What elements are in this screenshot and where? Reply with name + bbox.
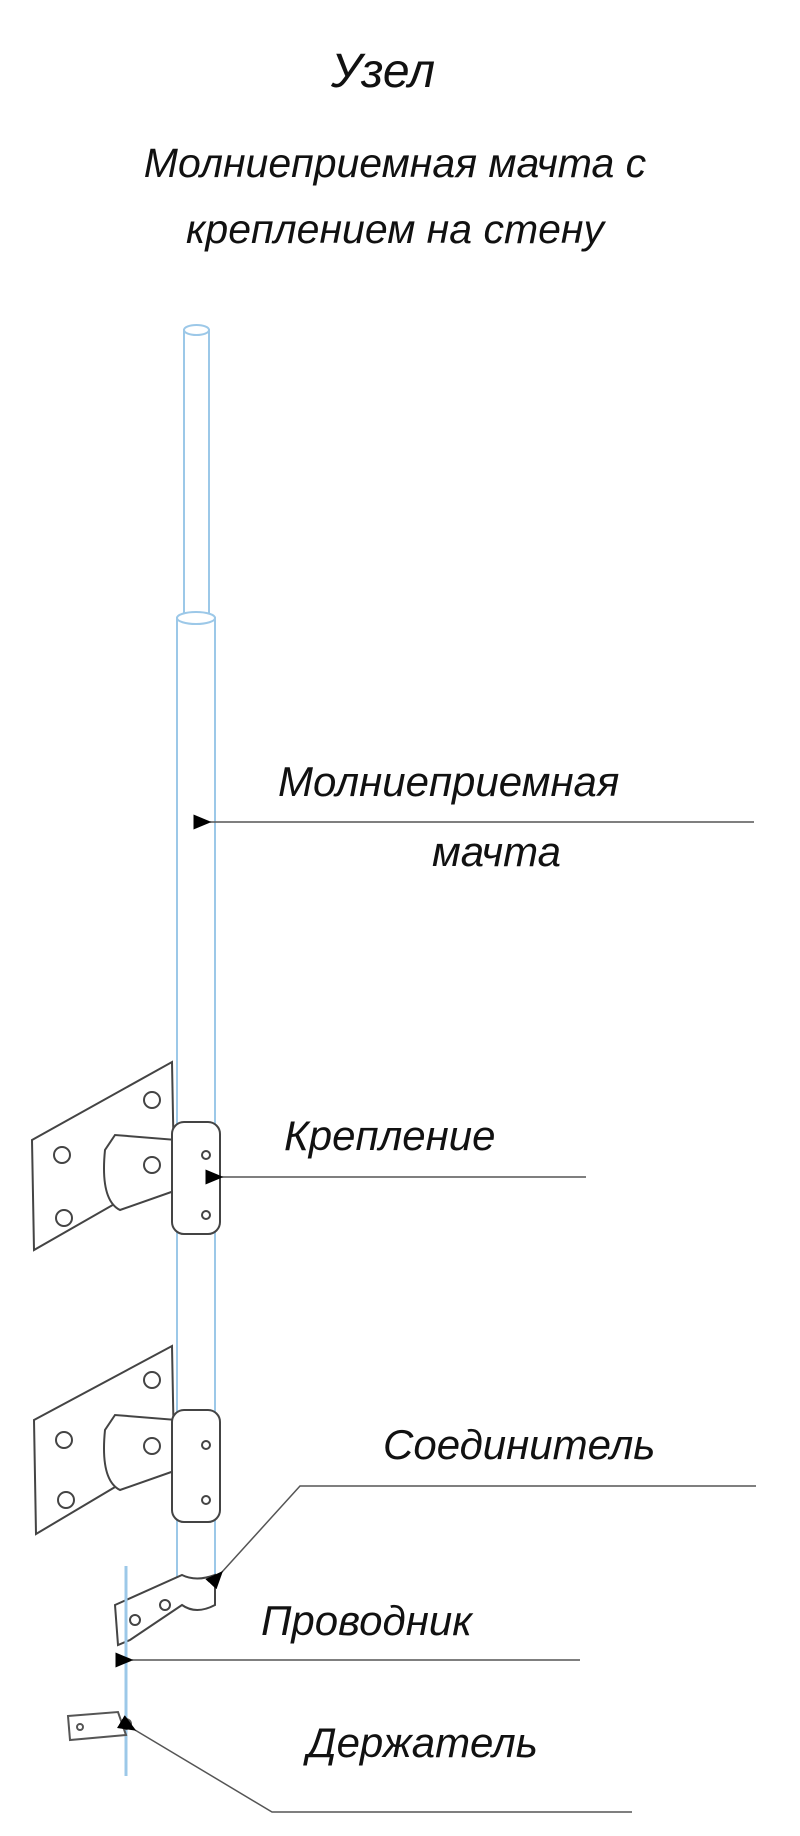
- mast-rod: [176, 324, 216, 1596]
- label-mount: Крепление: [284, 1112, 496, 1159]
- label-connector: Соединитель: [383, 1421, 656, 1468]
- wall-bracket-2: [32, 1344, 221, 1536]
- connector-clamp: [113, 1573, 216, 1647]
- label-mast-line-2: мачта: [432, 828, 561, 875]
- subtitle-line-1: Молниеприемная мачта с: [143, 140, 647, 186]
- leader-lines: [115, 814, 756, 1813]
- holder: [66, 1710, 132, 1742]
- wall-bracket-1: [30, 1060, 221, 1252]
- label-conductor: Проводник: [261, 1597, 473, 1644]
- label-mast-line-1: Молниеприемная: [278, 758, 620, 805]
- label-holder: Держатель: [307, 1719, 538, 1766]
- title: Узел: [330, 45, 436, 98]
- subtitle-line-2: креплением на стену: [186, 206, 604, 252]
